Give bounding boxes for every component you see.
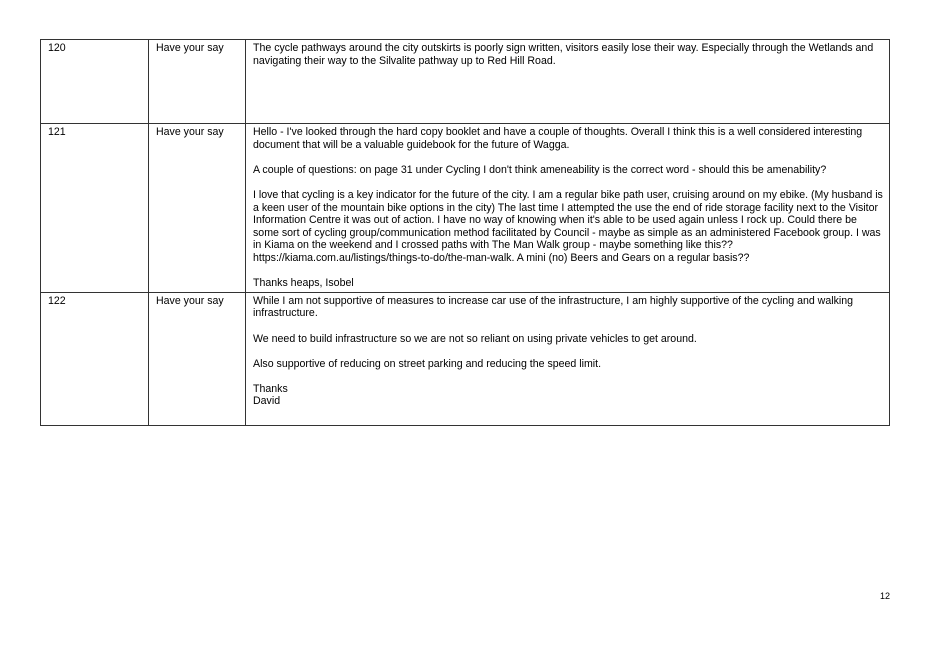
page-number: 12 (879, 591, 890, 601)
submission-paragraph: A couple of questions: on page 31 under … (253, 163, 827, 176)
submission-text: Hello - I've looked through the hard cop… (245, 123, 890, 293)
submission-paragraph: We need to build infrastructure so we ar… (253, 332, 697, 345)
submission-paragraph: I love that cycling is a key indicator f… (253, 188, 883, 264)
submission-paragraph: Also supportive of reducing on street pa… (253, 357, 602, 370)
submission-id: 122 (40, 291, 149, 426)
submission-paragraph: Hello - I've looked through the hard cop… (253, 126, 863, 151)
table-row: 120 Have your say The cycle pathways aro… (40, 39, 890, 124)
submission-text: While I am not supportive of measures to… (245, 291, 890, 426)
submissions-table: 120 Have your say The cycle pathways aro… (40, 39, 890, 426)
table-row: 122 Have your say While I am not support… (40, 291, 890, 426)
submission-source: Have your say (148, 39, 246, 124)
submission-paragraph: Thanks (253, 382, 288, 395)
submission-signoff: David (253, 395, 281, 408)
submission-id: 120 (40, 39, 149, 124)
submission-id: 121 (40, 123, 149, 293)
submission-text: The cycle pathways around the city outsk… (245, 39, 890, 124)
submission-paragraph: While I am not supportive of measures to… (253, 294, 854, 320)
submission-source: Have your say (148, 123, 246, 293)
submission-source: Have your say (148, 291, 246, 426)
table-row: 121 Have your say Hello - I've looked th… (40, 123, 890, 293)
submission-paragraph: The cycle pathways around the city outsk… (253, 42, 874, 67)
submission-signoff: Thanks heaps, Isobel (253, 277, 354, 290)
